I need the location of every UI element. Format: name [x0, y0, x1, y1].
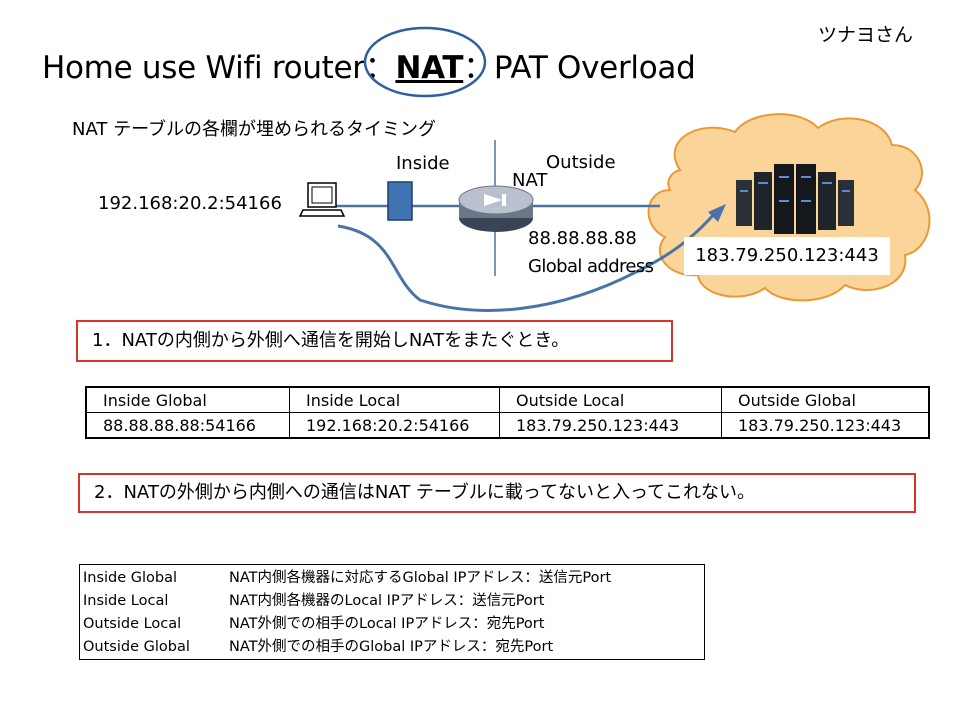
title-prefix: Home use Wifi router： [42, 50, 396, 86]
note-inbound: 2．NATの外側から内側への通信はNAT テーブルに載ってないと入ってこれない。 [78, 473, 916, 513]
legend-row: Outside Local NAT外側での相手のLocal IPアドレス：宛先P… [83, 613, 704, 636]
note-outbound: 1．NATの内側から外側へ通信を開始しNATをまたぐとき。 [76, 320, 673, 362]
legend-desc: NAT内側各機器のLocal IPアドレス：送信元Port [229, 593, 545, 609]
inside-label: Inside [396, 153, 450, 174]
title-highlight: NAT [395, 50, 464, 86]
arrowhead-icon [708, 204, 726, 222]
table-cell: 88.88.88.88:54166 [85, 412, 290, 439]
slide-title: Home use Wifi router：NAT：PAT Overload [42, 42, 696, 87]
legend-row: Inside Local NAT内側各機器のLocal IPアドレス：送信元Po… [83, 590, 704, 613]
outside-label: Outside [546, 152, 616, 173]
legend-desc: NAT外側での相手のGlobal IPアドレス：宛先Port [229, 639, 554, 655]
legend-row: Outside Global NAT外側での相手のGlobal IPアドレス：宛… [83, 636, 704, 659]
nat-table: Inside Global Inside Local Outside Local… [85, 386, 930, 439]
table-header-cell: Outside Local [499, 386, 722, 413]
legend-term: Outside Local [83, 616, 182, 632]
table-header-row: Inside Global Inside Local Outside Local… [85, 386, 930, 413]
server-rack-icon [736, 164, 854, 234]
table-row: 88.88.88.88:54166 192.168:20.2:54166 183… [85, 412, 930, 439]
router-ip-label: 88.88.88.88 [528, 228, 637, 249]
traffic-flow-arrow [337, 211, 718, 312]
table-header-cell: Inside Global [85, 386, 290, 413]
table-cell: 192.168:20.2:54166 [289, 412, 500, 439]
table-header-cell: Inside Local [289, 386, 500, 413]
legend-desc: NAT外側での相手のLocal IPアドレス：宛先Port [229, 616, 545, 632]
pc-icon [298, 182, 346, 217]
nat-label: NAT [512, 170, 548, 191]
legend-term: Inside Global [83, 570, 178, 586]
nat-router-icon [458, 185, 534, 232]
router-address-label: Global address [528, 256, 654, 277]
legend-term: Inside Local [83, 593, 169, 609]
title-highlight-circle [363, 26, 487, 98]
table-cell: 183.79.250.123:443 [721, 412, 930, 439]
inside-switch-icon [387, 181, 413, 221]
subtitle: NAT テーブルの各欄が埋められるタイミング [72, 119, 437, 140]
table-header-cell: Outside Global [721, 386, 930, 413]
author-label: ツナヨさん [818, 24, 914, 46]
legend-row: Inside Global NAT内側各機器に対応するGlobal IPアドレス… [83, 567, 704, 590]
legend-desc: NAT内側各機器に対応するGlobal IPアドレス：送信元Port [229, 570, 612, 586]
local-ip-label: 192.168:20.2:54166 [98, 193, 282, 214]
legend-term: Outside Global [83, 639, 190, 655]
table-cell: 183.79.250.123:443 [499, 412, 722, 439]
server-ip-label: 183.79.250.123:443 [684, 237, 890, 275]
legend-box: Inside Global NAT内側各機器に対応するGlobal IPアドレス… [79, 564, 705, 660]
title-suffix: ：PAT Overload [463, 50, 696, 86]
